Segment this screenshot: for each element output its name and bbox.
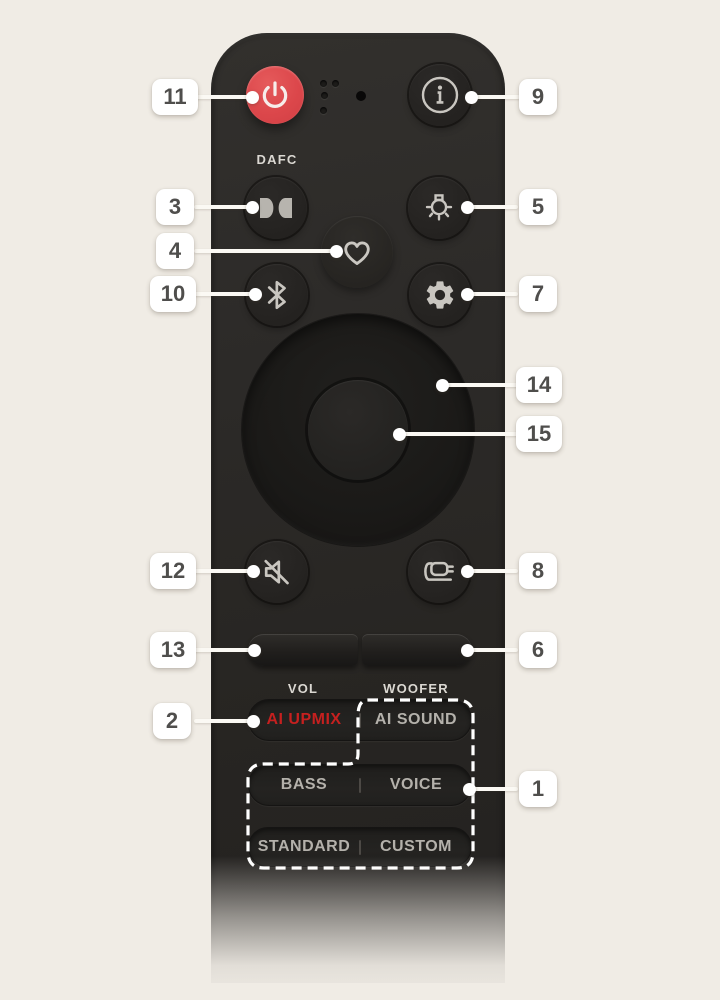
- callout-dot: [247, 565, 260, 578]
- callout-dot: [463, 783, 476, 796]
- bass-button[interactable]: BASS: [280, 776, 328, 793]
- center-select-button[interactable]: [308, 380, 408, 480]
- vol-rocker[interactable]: [248, 634, 358, 666]
- callout-dot: [248, 644, 261, 657]
- row-divider: [359, 839, 361, 855]
- callout-dot: [461, 288, 474, 301]
- bass-voice-row: BASS VOICE: [248, 764, 472, 806]
- callout-line: [194, 205, 252, 209]
- heart-icon: [344, 241, 370, 265]
- callout-14: 14: [516, 367, 562, 403]
- callout-6: 6: [519, 632, 557, 668]
- ai-upmix-button[interactable]: AI UPMIX: [266, 711, 342, 728]
- callout-dot: [461, 565, 474, 578]
- callout-9: 9: [519, 79, 557, 115]
- callout-dot: [461, 644, 474, 657]
- bluetooth-icon: [267, 280, 286, 310]
- callout-2: 2: [153, 703, 191, 739]
- info-icon: [421, 76, 459, 114]
- callout-line: [194, 648, 254, 652]
- callout-line: [470, 787, 518, 791]
- callout-12: 12: [150, 553, 196, 589]
- mic-dot: [320, 107, 327, 114]
- custom-button[interactable]: CUSTOM: [379, 838, 453, 855]
- callout-line: [196, 95, 252, 99]
- standard-button[interactable]: STANDARD: [257, 838, 351, 855]
- mute-icon: [264, 559, 289, 585]
- row-divider: [359, 777, 361, 793]
- voice-button[interactable]: VOICE: [389, 776, 443, 793]
- mic-hole: [356, 91, 366, 101]
- callout-4: 4: [156, 233, 194, 269]
- info-button[interactable]: [409, 64, 471, 126]
- callout-line: [468, 292, 518, 296]
- callout-dot: [436, 379, 449, 392]
- woofer-rocker[interactable]: [362, 634, 472, 666]
- dolby-icon: [260, 198, 292, 218]
- callout-line: [472, 95, 520, 99]
- callout-dot: [465, 91, 478, 104]
- mic-dot: [321, 92, 328, 99]
- callout-11: 11: [152, 79, 198, 115]
- dafc-label: DAFC: [256, 152, 298, 167]
- callout-line: [194, 719, 253, 723]
- callout-line: [442, 383, 518, 387]
- callout-line: [194, 292, 255, 296]
- row-divider: [359, 712, 361, 728]
- mic-dot: [320, 80, 327, 87]
- callout-dot: [246, 91, 259, 104]
- callout-10: 10: [150, 276, 196, 312]
- callout-line: [194, 249, 337, 253]
- callout-dot: [249, 288, 262, 301]
- callout-15: 15: [516, 416, 562, 452]
- callout-7: 7: [519, 276, 557, 312]
- callout-line: [468, 569, 518, 573]
- callout-3: 3: [156, 189, 194, 225]
- callout-line: [468, 648, 518, 652]
- mic-dot: [332, 80, 339, 87]
- callout-8: 8: [519, 553, 557, 589]
- callout-dot: [393, 428, 406, 441]
- callout-1: 1: [519, 771, 557, 807]
- callout-5: 5: [519, 189, 557, 225]
- upmix-sound-row: AI UPMIX AI SOUND: [248, 699, 472, 741]
- vol-label: VOL: [287, 681, 319, 696]
- callout-line: [468, 205, 518, 209]
- callout-dot: [461, 201, 474, 214]
- callout-dot: [330, 245, 343, 258]
- power-icon: [262, 81, 288, 108]
- callout-line: [399, 432, 518, 436]
- light-button[interactable]: [408, 177, 470, 239]
- settings-button[interactable]: [409, 264, 471, 326]
- callout-dot: [247, 715, 260, 728]
- woofer-label: WOOFER: [383, 681, 449, 696]
- plug-icon: [424, 561, 454, 581]
- lightbulb-icon: [425, 194, 453, 221]
- source-button[interactable]: [408, 541, 470, 603]
- ai-sound-button[interactable]: AI SOUND: [374, 711, 458, 728]
- gear-icon: [426, 281, 454, 309]
- callout-line: [194, 569, 253, 573]
- sound-mode-group-outline: [246, 698, 475, 870]
- callout-dot: [246, 201, 259, 214]
- callout-13: 13: [150, 632, 196, 668]
